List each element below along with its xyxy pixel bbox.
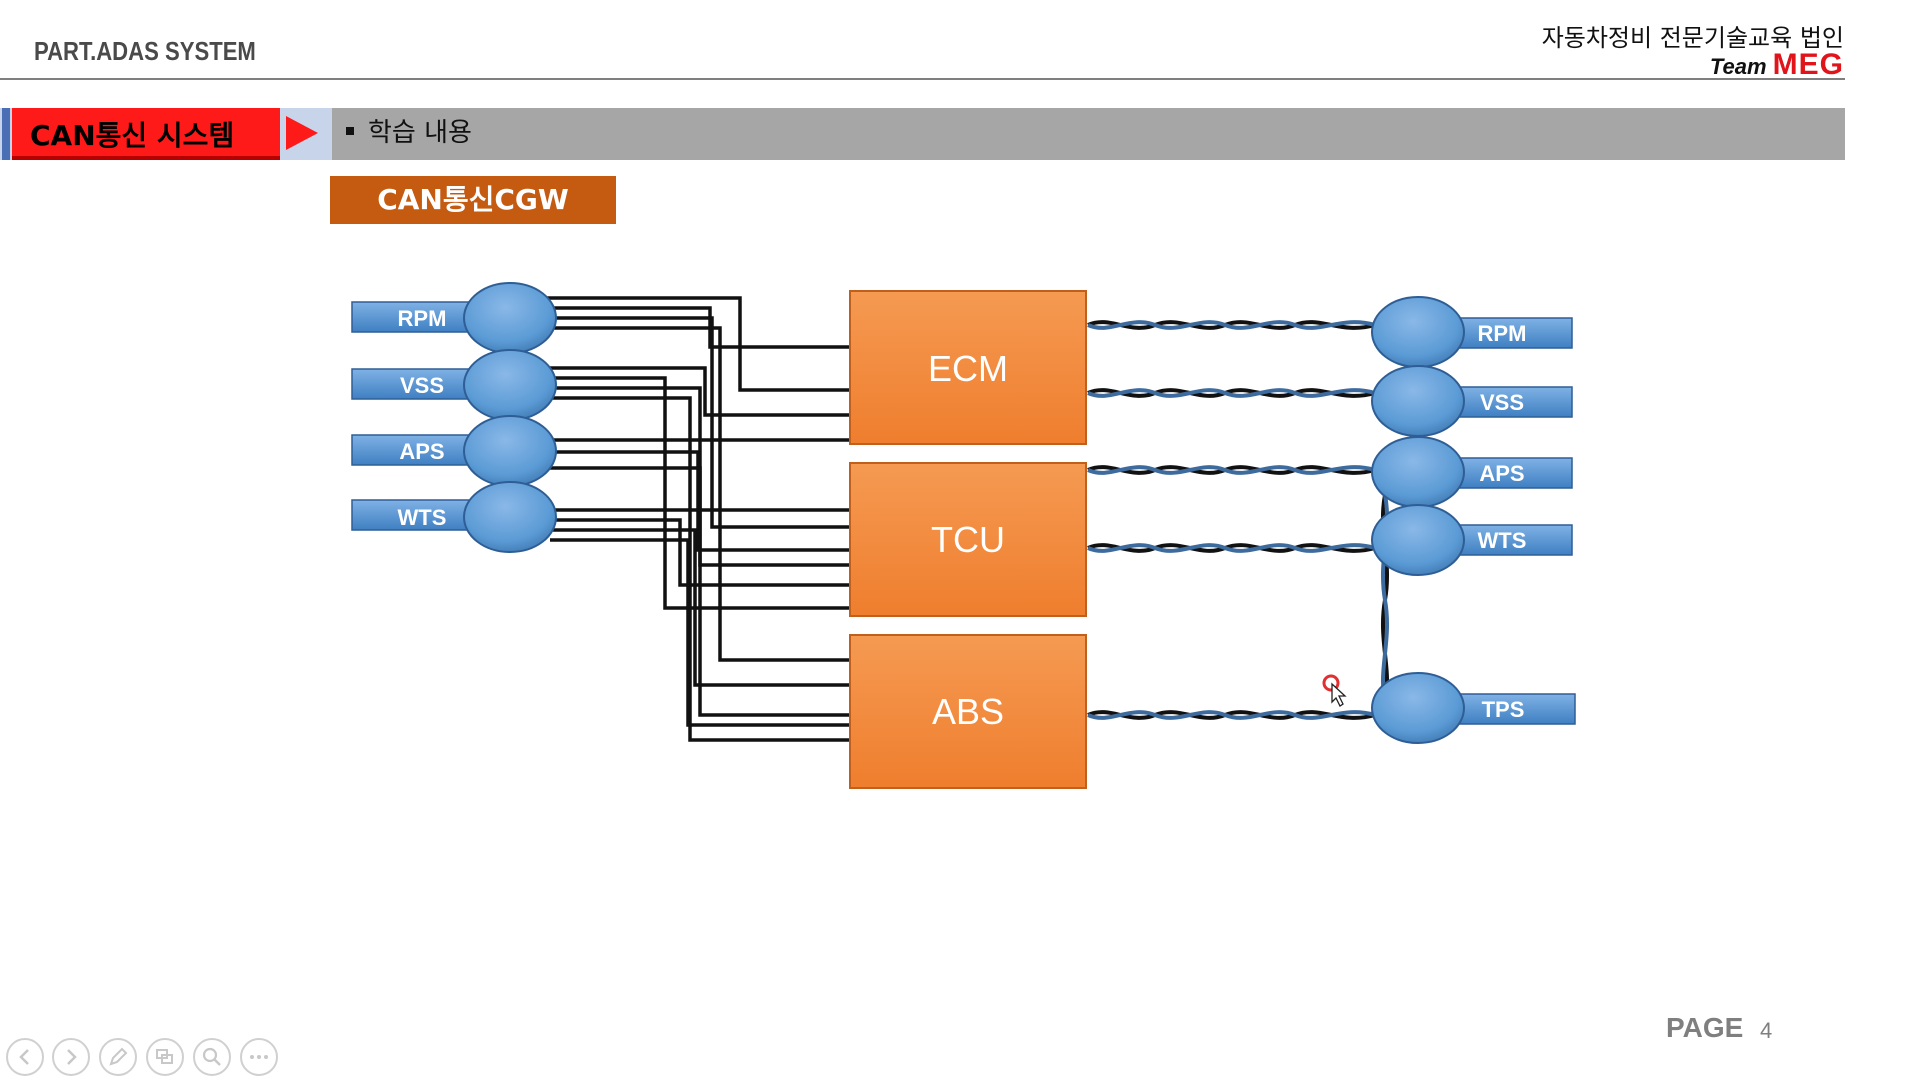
bullet-icon [346,126,354,135]
left-sensor-aps: APS [351,415,557,487]
team-logo: Team MEG [1710,48,1844,82]
header-divider [0,78,1845,80]
section-title: CAN통신 시스템 [30,119,235,152]
section-arrow-icon [286,116,318,150]
module-abs-label: ABS [932,691,1004,732]
next-icon[interactable] [52,1038,90,1076]
right-wiring [1087,320,1389,720]
previous-icon[interactable] [6,1038,44,1076]
right-sensor-vss: VSS [1371,365,1573,437]
organization-name: 자동차정비 전문기술교육 법인 [1541,24,1844,52]
left-sensor-rpm: RPM [351,282,557,354]
left-sensor-wts-label: WTS [398,505,447,530]
right-sensor-wts: WTS [1371,504,1573,576]
right-sensor-tps: TPS [1371,672,1576,744]
left-sensor-vss: VSS [351,349,557,421]
right-sensor-rpm: RPM [1371,296,1573,368]
left-wiring [545,296,850,742]
module-tcu-label: TCU [931,519,1005,560]
module-ecm: ECM [849,290,1087,445]
pointer-cursor-icon [1322,674,1347,707]
topic-badge: CAN통신CGW [330,176,616,224]
team-name: MEG [1772,48,1844,81]
part-title: PART.ADAS SYSTEM [34,36,256,66]
left-sensor-rpm-label: RPM [398,306,447,331]
right-sensor-tps-label: TPS [1482,697,1525,722]
section-subtitle-text: 학습 내용 [368,118,472,148]
pen-icon[interactable] [99,1038,137,1076]
left-sensor-vss-label: VSS [400,373,444,398]
module-ecm-label: ECM [928,348,1008,389]
page-label: PAGE [1666,1012,1744,1043]
right-sensor-aps-label: APS [1479,461,1524,486]
section-subtitle: 학습 내용 [346,112,472,149]
module-abs: ABS [849,634,1087,789]
right-sensor-vss-label: VSS [1480,390,1524,415]
zoom-icon[interactable] [193,1038,231,1076]
module-tcu: TCU [849,462,1087,617]
left-sensor-aps-label: APS [399,439,444,464]
right-sensor-rpm-label: RPM [1478,321,1527,346]
page-number: 4 [1760,1018,1773,1043]
right-sensor-wts-label: WTS [1478,528,1527,553]
slides-icon[interactable] [146,1038,184,1076]
right-sensor-aps: APS [1371,436,1573,508]
more-icon[interactable] [240,1038,278,1076]
team-prefix: Team [1709,54,1767,79]
section-title-box: CAN통신 시스템 [12,108,280,160]
left-sensor-wts: WTS [351,481,557,553]
